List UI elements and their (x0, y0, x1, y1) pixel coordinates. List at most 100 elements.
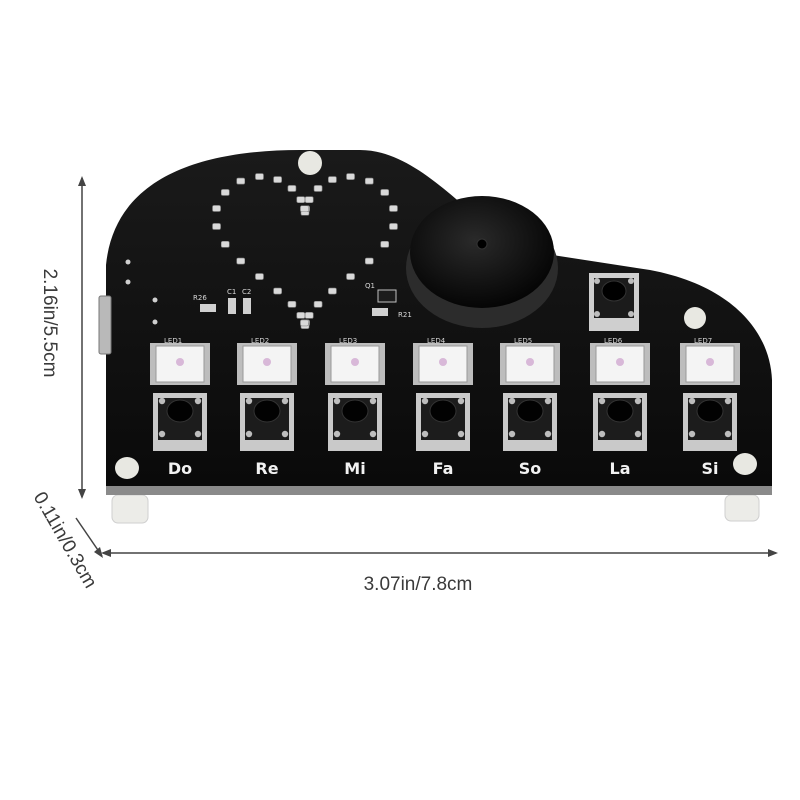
key-pin (245, 397, 253, 405)
via (125, 279, 131, 285)
label-q1: Q1 (365, 282, 375, 290)
reset-button[interactable] (589, 273, 639, 331)
heart-led (346, 273, 355, 280)
thickness-dimension-label: 0.11in/0.3cm (29, 488, 101, 592)
arrow-right-icon (768, 549, 778, 557)
width-dimension-label: 3.07in/7.8cm (364, 574, 473, 595)
key-cap (429, 399, 457, 423)
key-pin (508, 397, 516, 405)
key-pin (369, 430, 377, 438)
led-die (616, 358, 624, 366)
buzzer-top (410, 196, 554, 308)
key-button-mi[interactable] (328, 393, 382, 451)
key-pin (245, 430, 253, 438)
led-5: LED5 (500, 337, 560, 385)
heart-led (287, 185, 297, 192)
heart-led (300, 319, 309, 327)
led-die (176, 358, 184, 366)
led-2: LED2 (237, 337, 297, 385)
led-6: LED6 (590, 337, 650, 385)
key-pin (194, 397, 202, 405)
note-label-si: Si (701, 459, 718, 478)
key-button-la[interactable] (593, 393, 647, 451)
key-pin (457, 397, 465, 405)
note-label-fa: Fa (433, 459, 454, 478)
key-pin (194, 430, 202, 438)
key-pin (158, 430, 166, 438)
heart-led (380, 189, 390, 196)
standoff-feet (111, 494, 760, 524)
reset-button-pin (628, 278, 634, 284)
reset-button-cap (601, 280, 627, 302)
led-label: LED2 (251, 337, 269, 345)
via (125, 259, 131, 265)
key-pin (634, 397, 642, 405)
buzzer-hole (476, 238, 488, 250)
led-7: LED7 (680, 337, 740, 385)
smd-components: R26 C1 C2 Q1 R21 (125, 259, 412, 325)
key-pin (421, 397, 429, 405)
heart-led (304, 312, 314, 319)
width-dimension: 3.07in/7.8cm (101, 549, 778, 595)
led-die (706, 358, 714, 366)
buzzer-icon (406, 196, 558, 328)
label-r21: R21 (398, 311, 412, 319)
resistor-r21 (372, 308, 388, 316)
key-pin (634, 430, 642, 438)
label-r26: R26 (193, 294, 207, 302)
via (152, 319, 158, 325)
key-pin (457, 430, 465, 438)
heart-led (389, 205, 398, 212)
heart-led (236, 257, 246, 265)
led-label: LED4 (427, 337, 446, 345)
key-button-so[interactable] (503, 393, 557, 451)
heart-led (380, 241, 390, 248)
key-button-fa[interactable] (416, 393, 470, 451)
height-dimension: 2.16in/5.5cm (39, 176, 86, 499)
resistor-r26 (200, 304, 216, 312)
height-dimension-label: 2.16in/5.5cm (39, 269, 60, 378)
heart-led (212, 223, 221, 230)
mounting-posts (115, 151, 757, 479)
key-cap (166, 399, 194, 423)
led-label: LED6 (604, 337, 623, 345)
key-pin (508, 430, 516, 438)
heart-led (255, 273, 264, 280)
heart-led (304, 196, 314, 203)
reset-button-pin (594, 311, 600, 317)
key-button-re[interactable] (240, 393, 294, 451)
led-4: LED4 (413, 337, 473, 385)
key-pin (598, 430, 606, 438)
key-button-si[interactable] (683, 393, 737, 451)
heart-led (328, 176, 337, 183)
label-c2: C2 (242, 288, 251, 296)
heart-led (364, 257, 374, 265)
key-row (153, 393, 737, 451)
standoff-right (724, 494, 760, 522)
note-label-re: Re (255, 459, 278, 478)
key-pin (544, 397, 552, 405)
key-cap (253, 399, 281, 423)
board-edge-highlight (106, 486, 772, 495)
led-label: LED3 (339, 337, 357, 345)
key-cap (516, 399, 544, 423)
reset-button-pin (594, 278, 600, 284)
key-pin (281, 430, 289, 438)
key-pin (688, 430, 696, 438)
thickness-dimension: 0.11in/0.3cm (29, 488, 103, 592)
heart-led (212, 205, 221, 212)
heart-led-icon (212, 173, 398, 329)
heart-led (220, 189, 230, 196)
arrow-up-icon (78, 176, 86, 186)
key-pin (421, 430, 429, 438)
key-pin (158, 397, 166, 405)
heart-led (273, 287, 282, 295)
arrow-left-icon (101, 549, 111, 557)
led-die (351, 358, 359, 366)
key-pin (369, 397, 377, 405)
mount-post-right (684, 307, 706, 329)
key-button-do[interactable] (153, 393, 207, 451)
